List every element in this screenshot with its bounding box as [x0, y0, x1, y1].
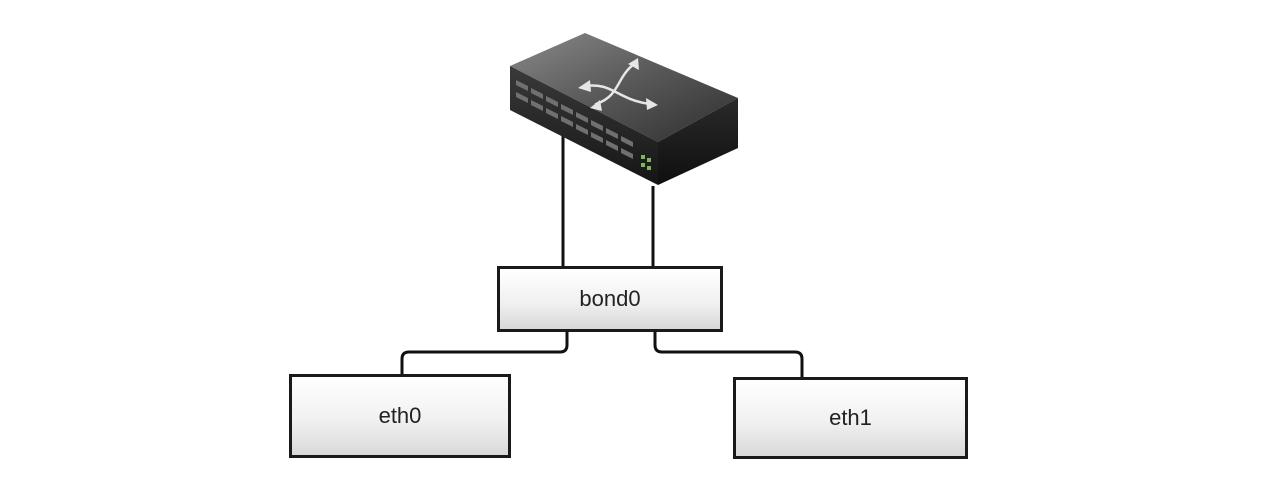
switch-ports — [516, 80, 633, 159]
eth1-label: eth1 — [829, 405, 872, 430]
network-switch-icon — [510, 33, 738, 185]
switch-arrows-icon — [584, 62, 652, 106]
switch-top-face — [510, 33, 738, 142]
connection-lines — [400, 136, 804, 379]
bond0-interface-box: bond0 — [497, 266, 723, 332]
eth1-interface-box: eth1 — [733, 377, 968, 459]
switch-front-face — [510, 66, 658, 185]
switch-status-leds — [641, 155, 651, 170]
switch-side-face — [658, 98, 738, 185]
link-bond-to-eth1 — [653, 332, 804, 379]
link-bond-to-eth0 — [400, 332, 569, 376]
bond0-label: bond0 — [579, 286, 641, 311]
eth0-label: eth0 — [378, 403, 422, 428]
eth0-interface-box: eth0 — [289, 374, 511, 458]
switch-arrowheads — [578, 58, 658, 111]
